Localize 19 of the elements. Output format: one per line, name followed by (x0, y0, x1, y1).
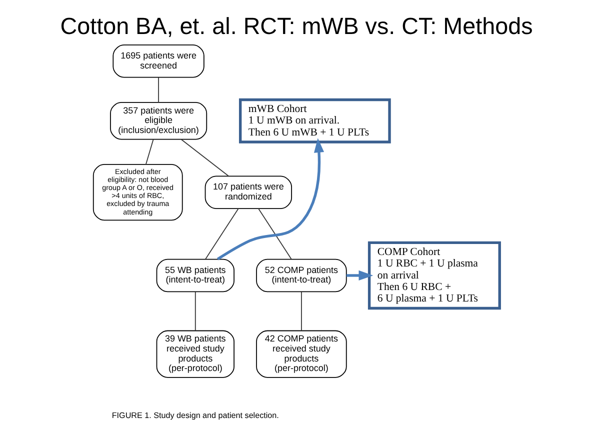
node-box: 39 WB patients received study products (per-protocol) (156, 330, 234, 378)
node-box: 1695 patients were screened (112, 44, 204, 78)
connector (300, 291, 302, 332)
node-box: mWB Cohort 1 U mWB on arrival. Then 6 U mWB + 1 U PLTs (238, 98, 390, 144)
node-box: 55 WB patients (intent-to-treat) (156, 258, 234, 292)
caption: FIGURE 1. Study design and patient selection. (111, 411, 278, 420)
node-box: 107 patients were randomized (204, 176, 292, 209)
node-box: 52 COMP patients (intent-to-treat) (256, 258, 346, 292)
connector (204, 208, 238, 260)
arrow (346, 270, 373, 281)
arrow (216, 138, 324, 260)
connector (194, 291, 196, 332)
diagram-title: Cotton BA, et. al. RCT: mWB vs. CT: Methods (60, 12, 532, 39)
connector (144, 138, 154, 165)
node-box: 357 patients were eligible (inclusion/exclusion) (110, 102, 207, 140)
connector (257, 208, 292, 260)
node-box: 42 COMP patients received study products (per-protocol) (256, 330, 346, 378)
connector (180, 138, 228, 176)
node-box: COMP Cohort 1 U RBC + 1 U plasma on arrival Then 6 U RBC + 6 U plasma + 1 U PLTs (367, 241, 500, 310)
